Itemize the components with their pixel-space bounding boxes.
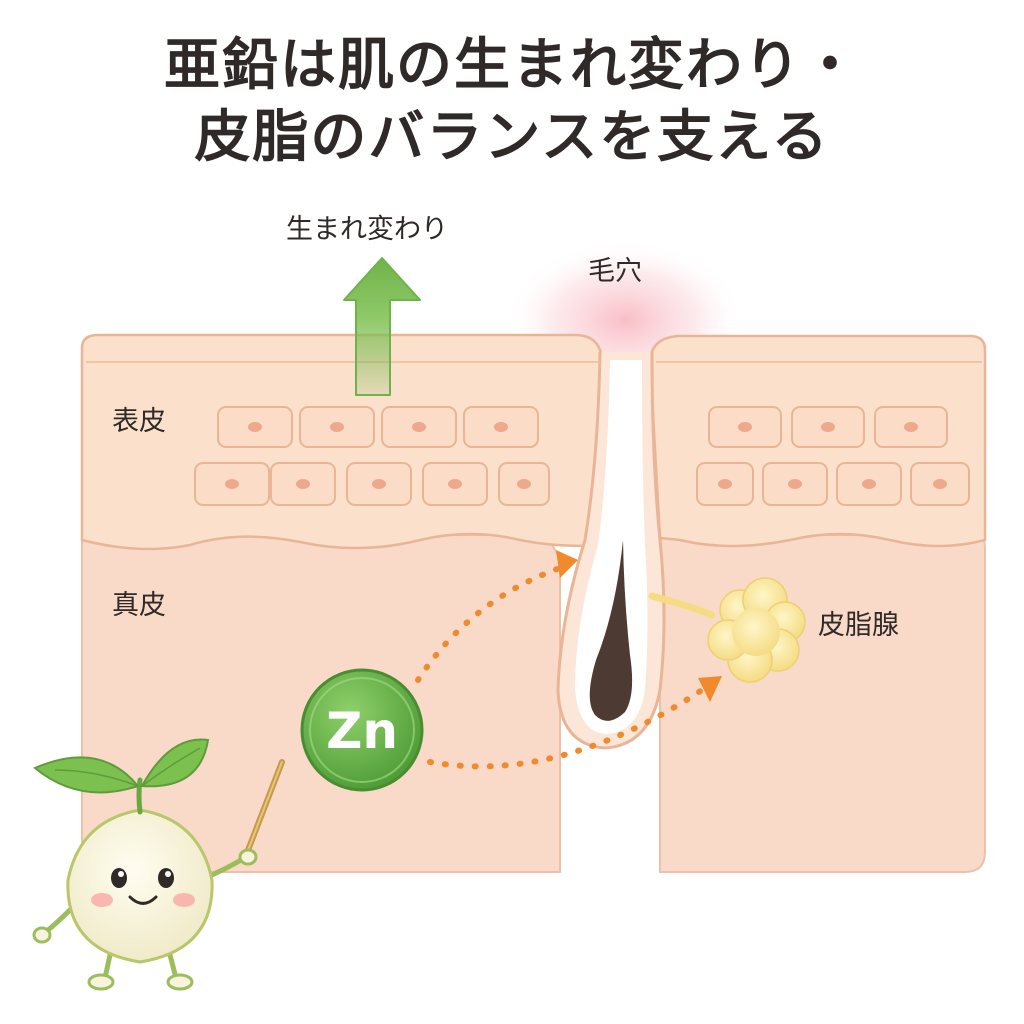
label-dermis: 真皮 (112, 590, 166, 621)
cell (910, 462, 970, 506)
cell (217, 406, 293, 448)
cell (299, 406, 375, 448)
zinc-arrow-to-gland (427, 685, 708, 770)
epidermis-cells-left (194, 406, 550, 506)
cell (836, 462, 902, 506)
cell (346, 462, 412, 506)
cell (696, 462, 754, 506)
epidermis-cells-right (696, 406, 970, 506)
cell (381, 406, 457, 448)
cell (874, 406, 948, 448)
cell (422, 462, 488, 506)
zinc-badge-icon (300, 668, 424, 792)
title-line-2: 皮脂のバランスを支える (194, 105, 830, 170)
arrowhead-follicle (556, 550, 578, 578)
dermis-right (659, 534, 986, 873)
sebaceous-gland-icon (707, 577, 806, 683)
hair-icon (589, 540, 633, 721)
label-sebaceous-gland: 皮脂腺 (818, 610, 899, 641)
cell (498, 462, 550, 506)
follicle-inner (575, 360, 648, 734)
hair-follicle (556, 351, 666, 750)
cell (762, 462, 828, 506)
cell (708, 406, 782, 448)
title-line-1: 亜鉛は肌の生まれ変わり・ (164, 33, 860, 98)
gland-duct (648, 592, 716, 619)
up-arrow-icon (343, 257, 421, 396)
zinc-arrow-to-follicle (415, 565, 563, 683)
label-pore: 毛穴 (588, 256, 642, 287)
cell (463, 406, 539, 448)
cell (194, 462, 270, 506)
zinc-symbol: Zn (326, 702, 398, 760)
arrowhead-gland (698, 676, 722, 702)
sprout-mascot-icon (32, 738, 285, 991)
label-epidermis: 表皮 (112, 406, 166, 437)
label-turnover: 生まれ変わり (286, 214, 448, 245)
cell (791, 406, 865, 448)
cell (270, 462, 336, 506)
